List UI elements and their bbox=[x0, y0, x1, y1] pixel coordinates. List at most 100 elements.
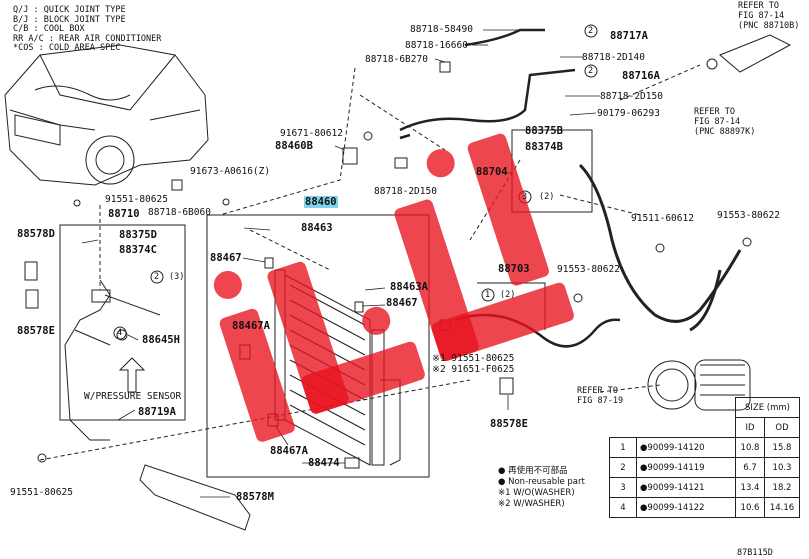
part-label[interactable]: 88718-2D150 bbox=[600, 91, 663, 102]
discharge-hose bbox=[578, 163, 742, 332]
clip-left-hose bbox=[439, 319, 451, 331]
circle-number: 2 bbox=[154, 272, 160, 282]
up-arrow bbox=[118, 357, 146, 393]
part-label[interactable]: 91553-80622 bbox=[557, 264, 620, 275]
part-label[interactable]: 88463 bbox=[301, 222, 333, 234]
size-part[interactable]: ●90099-14121 bbox=[636, 477, 736, 498]
part-label[interactable]: 91551-80625 bbox=[105, 194, 168, 205]
part-label[interactable]: ※2 91651-F0625 bbox=[432, 364, 515, 375]
part-label[interactable]: 88710 bbox=[108, 208, 140, 220]
part-label[interactable]: 88578E bbox=[17, 325, 55, 337]
legend-line: C/B : COOL BOX bbox=[13, 24, 85, 35]
size-header: ID bbox=[735, 417, 765, 438]
ref-line: FIG 87-14 bbox=[738, 11, 785, 21]
figure-code: 87B115D bbox=[737, 548, 773, 558]
bracket-88467 bbox=[264, 257, 274, 269]
size-table: SIZE (mm) ID OD 1 ●90099-14120 10.8 15.8… bbox=[609, 397, 800, 518]
circle-number: 3 bbox=[522, 192, 528, 202]
legend-line: RR A/C : REAR AIR CONDITIONER bbox=[13, 33, 162, 44]
size-od: 10.3 bbox=[764, 457, 800, 478]
ref-line: (PNC 88897K) bbox=[694, 127, 756, 137]
vehicle-sketch bbox=[4, 44, 209, 186]
part-label[interactable]: 88718-16660 bbox=[405, 40, 468, 51]
part-label[interactable]: 91511-60612 bbox=[631, 213, 694, 224]
part-label[interactable]: 88374C bbox=[119, 244, 157, 256]
part-label[interactable]: 90179-06293 bbox=[597, 108, 660, 119]
hose-88703 bbox=[454, 313, 621, 348]
part-label[interactable]: ※1 91551-80625 bbox=[432, 353, 515, 364]
pressure-sensor-part bbox=[116, 329, 128, 341]
part-label[interactable]: 88718-2D150 bbox=[374, 186, 437, 197]
clamp-88718-6B270 bbox=[439, 61, 451, 73]
part-label[interactable]: 88474 bbox=[308, 457, 340, 469]
part-label[interactable]: 88460B bbox=[275, 140, 313, 152]
part-label[interactable]: 88645H bbox=[142, 334, 180, 346]
circle-number: 4 bbox=[117, 328, 123, 338]
legend-line: B/J : BLOCK JOINT TYPE bbox=[13, 14, 126, 25]
refer-to-note[interactable]: REFER TO FIG 87-14 (PNC 88897K) bbox=[694, 107, 755, 137]
note-line: ※1 W/O(WASHER) bbox=[498, 488, 575, 498]
notes-block: ● 再使用不可部品 ● Non-reusable part ※1 W/O(WAS… bbox=[498, 466, 585, 510]
size-header: OD bbox=[764, 417, 800, 438]
part-label[interactable]: 88717A bbox=[610, 30, 648, 42]
part-label[interactable]: 88718-58490 bbox=[410, 24, 473, 35]
note-line: ※2 W/WASHER) bbox=[498, 499, 565, 509]
part-label[interactable]: 88578M bbox=[236, 491, 274, 503]
size-id: 6.7 bbox=[735, 457, 765, 478]
bracket-88467A bbox=[239, 344, 251, 360]
ref-fitting bbox=[706, 34, 792, 73]
part-label[interactable]: 88704 bbox=[476, 166, 508, 178]
size-no: 4 bbox=[609, 497, 637, 518]
bracket-88467-2 bbox=[354, 301, 364, 313]
ref-line: FIG 87-19 bbox=[577, 396, 624, 406]
part-label[interactable]: 88467A bbox=[232, 320, 270, 332]
size-part[interactable]: ●90099-14119 bbox=[636, 457, 736, 478]
clamp-88718-2D150 bbox=[394, 157, 408, 169]
paren-number: (2) bbox=[500, 290, 516, 300]
size-part[interactable]: ●90099-14122 bbox=[636, 497, 736, 518]
part-label[interactable]: 88718-6B060 bbox=[148, 207, 211, 218]
part-label[interactable]: 88578D bbox=[17, 228, 55, 240]
size-part[interactable]: ●90099-14120 bbox=[636, 437, 736, 458]
size-od: 18.2 bbox=[764, 477, 800, 498]
seal-strip bbox=[139, 464, 251, 531]
pipe-box bbox=[59, 224, 186, 421]
ref-line: (PNC 88710B) bbox=[738, 21, 800, 31]
refer-to-note[interactable]: REFER TO FIG 87-14 (PNC 88710B) bbox=[738, 1, 799, 31]
part-label[interactable]: 91673-A0616(Z) bbox=[190, 166, 271, 177]
part-label[interactable]: 88718-6B270 bbox=[365, 54, 428, 65]
size-row: 2 ●90099-14119 6.7 10.3 bbox=[609, 457, 800, 478]
part-label[interactable]: 91551-80625 bbox=[10, 487, 73, 498]
size-row: 4 ●90099-14122 10.6 14.16 bbox=[609, 497, 800, 518]
refer-to-note[interactable]: REFER TO FIG 87-19 bbox=[577, 386, 623, 406]
paren-number: (3) bbox=[169, 272, 185, 282]
legend-line: *COS : COLD AREA SPEC bbox=[13, 43, 121, 54]
size-table-title: SIZE (mm) bbox=[735, 397, 800, 418]
size-no: 3 bbox=[609, 477, 637, 498]
clip-88460B bbox=[342, 147, 358, 165]
part-label[interactable]: 88719A bbox=[138, 406, 176, 418]
part-label[interactable]: 88467 bbox=[386, 297, 418, 309]
part-label[interactable]: 88703 bbox=[498, 263, 530, 275]
pad-88578E bbox=[25, 289, 39, 309]
abbreviation-legend: Q/J : QUICK JOINT TYPE B/J : BLOCK JOINT… bbox=[13, 5, 162, 54]
part-label-highlighted[interactable]: 88460 bbox=[304, 196, 338, 208]
bolt-left bbox=[37, 453, 47, 463]
part-label[interactable]: 88375D bbox=[119, 229, 157, 241]
bolt-91671 bbox=[363, 131, 373, 141]
part-label[interactable]: 88375B bbox=[525, 125, 563, 137]
bolt-right bbox=[742, 237, 752, 247]
part-label[interactable]: 88463A bbox=[390, 281, 428, 293]
clamp-88718-6B060 bbox=[171, 179, 183, 191]
part-label[interactable]: 88467A bbox=[270, 445, 308, 457]
part-label[interactable]: 88718-2D140 bbox=[582, 52, 645, 63]
size-no: 2 bbox=[609, 457, 637, 478]
part-label[interactable]: 88374B bbox=[525, 141, 563, 153]
part-label[interactable]: 88578E bbox=[490, 418, 528, 430]
part-88474 bbox=[344, 457, 360, 469]
part-label[interactable]: 91553-80622 bbox=[717, 210, 780, 221]
part-label[interactable]: 88716A bbox=[622, 70, 660, 82]
part-label[interactable]: 91671-80612 bbox=[280, 128, 343, 139]
condenser-core bbox=[274, 269, 401, 466]
part-label[interactable]: 88467 bbox=[210, 252, 242, 264]
